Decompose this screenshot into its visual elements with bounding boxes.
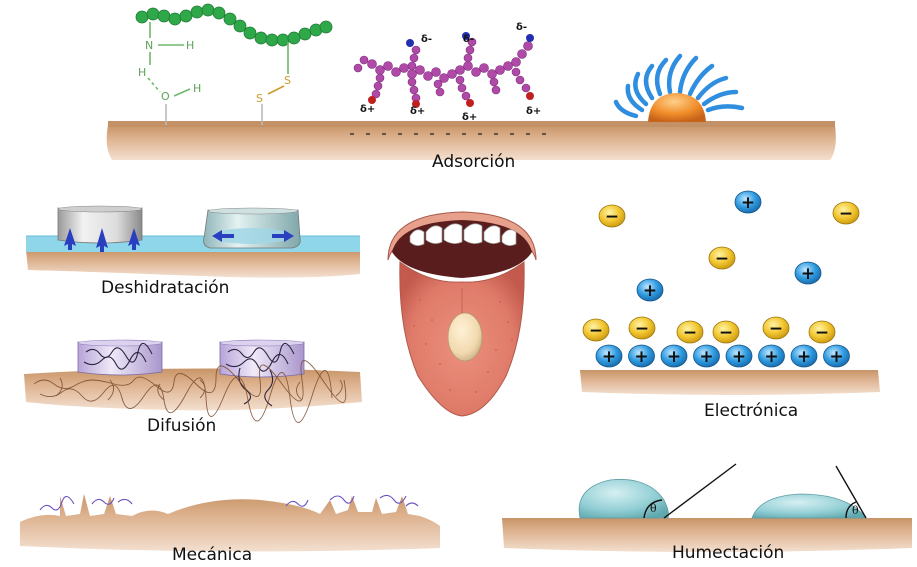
svg-text:S: S bbox=[284, 74, 291, 87]
svg-text:+: + bbox=[602, 347, 616, 367]
delta-minus-3: δ- bbox=[516, 22, 527, 33]
branched-molecule bbox=[354, 38, 533, 102]
adsorption-panel: N H H O H S S bbox=[107, 4, 836, 160]
tablet-diffusion-1 bbox=[78, 342, 162, 375]
svg-text:−: − bbox=[635, 319, 649, 339]
cation-icon: + bbox=[726, 345, 752, 367]
svg-text:+: + bbox=[667, 347, 681, 367]
mechanical-panel bbox=[20, 494, 440, 552]
anion-icon: − bbox=[677, 321, 703, 343]
label-adsorcion: Adsorción bbox=[432, 152, 515, 172]
anion-icon: − bbox=[583, 319, 609, 341]
cation-icon: + bbox=[824, 345, 850, 367]
svg-text:−: − bbox=[715, 249, 729, 269]
svg-text:−: − bbox=[839, 204, 853, 224]
svg-text:+: + bbox=[801, 264, 815, 284]
svg-text:H: H bbox=[186, 39, 194, 52]
label-humectacion: Humectación bbox=[672, 543, 784, 563]
anion-icon: − bbox=[629, 317, 655, 339]
svg-text:H: H bbox=[193, 82, 201, 95]
diffusion-panel bbox=[24, 340, 362, 423]
adsorbed-anions: −−−−−− bbox=[583, 317, 835, 343]
delta-minus-1: δ- bbox=[421, 34, 432, 45]
svg-text:+: + bbox=[741, 193, 755, 213]
svg-text:−: − bbox=[815, 323, 829, 343]
cation-icon: + bbox=[795, 262, 821, 284]
anion-icon: − bbox=[763, 317, 789, 339]
tablet-diffusion-2 bbox=[220, 342, 304, 377]
anion-icon: − bbox=[709, 247, 735, 269]
label-difusion: Difusión bbox=[147, 416, 216, 436]
anion-icon: − bbox=[833, 202, 859, 224]
svg-text:+: + bbox=[643, 281, 657, 301]
electronic-panel: −+−−++ ++++++++ −−−−−− bbox=[580, 191, 880, 395]
svg-text:+: + bbox=[732, 347, 746, 367]
svg-text:S: S bbox=[256, 92, 263, 105]
polymer-chain bbox=[136, 4, 332, 46]
delta-minus-2: δ- bbox=[463, 34, 474, 45]
anion-icon: − bbox=[713, 321, 739, 343]
svg-text:−: − bbox=[683, 323, 697, 343]
theta-1: θ bbox=[650, 502, 657, 515]
delta-plus-2: δ+ bbox=[410, 106, 425, 117]
delta-plus-1: δ+ bbox=[360, 104, 375, 115]
svg-text:+: + bbox=[699, 347, 713, 367]
free-ions: − + − − + + bbox=[599, 191, 859, 301]
label-deshidratacion: Deshidratación bbox=[101, 278, 229, 298]
cation-icon: + bbox=[694, 345, 720, 367]
label-mecanica: Mecánica bbox=[172, 545, 252, 565]
cation-icon: + bbox=[661, 345, 687, 367]
delta-plus-3: δ+ bbox=[462, 112, 477, 123]
cation-icon: + bbox=[629, 345, 655, 367]
surface-cations: + + + + + + + + bbox=[596, 345, 850, 367]
anion-icon: − bbox=[809, 321, 835, 343]
svg-text:+: + bbox=[829, 347, 843, 367]
svg-text:−: − bbox=[769, 319, 783, 339]
mucoadhesive-tablet bbox=[448, 313, 482, 361]
svg-text:−: − bbox=[719, 323, 733, 343]
droplet-low-contact bbox=[752, 494, 866, 518]
svg-text:−: − bbox=[605, 207, 619, 227]
svg-text:+: + bbox=[634, 347, 648, 367]
wetting-panel: θ θ bbox=[502, 464, 912, 552]
svg-text:O: O bbox=[161, 90, 170, 103]
svg-text:H: H bbox=[138, 66, 146, 79]
tongue-illustration bbox=[388, 212, 536, 416]
cation-icon: + bbox=[596, 345, 622, 367]
theta-2: θ bbox=[852, 504, 859, 517]
svg-text:N: N bbox=[145, 39, 153, 52]
anion-icon: − bbox=[599, 205, 625, 227]
label-electronica: Electrónica bbox=[704, 401, 798, 421]
cation-icon: + bbox=[791, 345, 817, 367]
delta-plus-4: δ+ bbox=[526, 106, 541, 117]
cation-icon: + bbox=[735, 191, 761, 213]
cation-icon: + bbox=[759, 345, 785, 367]
svg-text:+: + bbox=[797, 347, 811, 367]
cation-icon: + bbox=[637, 279, 663, 301]
svg-text:+: + bbox=[764, 347, 778, 367]
svg-text:−: − bbox=[589, 321, 603, 341]
dehydration-panel bbox=[26, 206, 360, 278]
